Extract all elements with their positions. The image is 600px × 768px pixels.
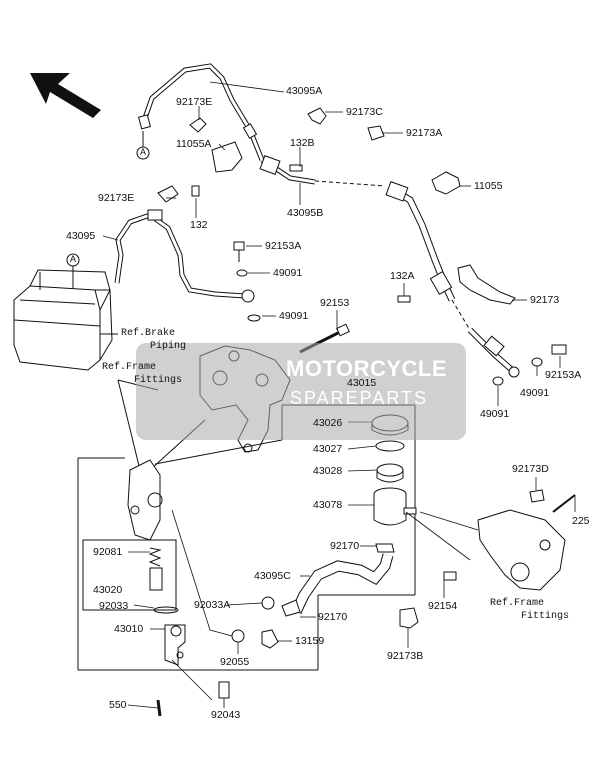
- label-92153: 92153: [320, 297, 350, 309]
- bolt-92153a-top: [233, 241, 245, 251]
- label-92173: 92173: [530, 294, 560, 306]
- label-225: 225: [572, 515, 590, 527]
- label-92170-left: 92170: [318, 611, 348, 623]
- clamp-92170-right: [375, 543, 395, 553]
- label-49091-mid: 49091: [279, 310, 309, 322]
- label-13159: 13159: [295, 635, 325, 647]
- plate-43027: [375, 440, 405, 452]
- spring-group-box: [82, 539, 177, 611]
- fitting-13159: [261, 629, 279, 649]
- label-ref-frame-right-fittings: Fittings: [521, 611, 570, 622]
- washer-49091-top: [236, 269, 248, 277]
- label-11055: 11055: [474, 180, 503, 192]
- circlip-92033: [153, 606, 179, 614]
- label-92173c: 92173C: [346, 106, 383, 118]
- label-43027: 43027: [313, 443, 343, 455]
- master-cylinder-43020: [127, 459, 163, 541]
- callout-a-left: A: [70, 254, 77, 264]
- circlip-92033a: [261, 596, 275, 610]
- label-ref-frame-left: Ref.Frame: [102, 362, 157, 373]
- bolt-92153a-right: [551, 344, 567, 355]
- label-43095: 43095: [66, 230, 96, 242]
- label-92043: 92043: [211, 709, 241, 721]
- label-43015: 43015: [347, 377, 377, 389]
- label-43095a: 43095A: [286, 85, 323, 97]
- spring-92081: [148, 547, 162, 567]
- label-92153a-right: 92153A: [545, 369, 582, 381]
- abs-unit: [13, 269, 113, 371]
- watermark-box: [136, 343, 466, 440]
- bracket-11055a: [211, 141, 243, 173]
- label-49091-right: 49091: [520, 387, 550, 399]
- label-49091-top: 49091: [273, 267, 303, 279]
- label-92033a: 92033A: [194, 599, 231, 611]
- label-43078: 43078: [313, 499, 343, 511]
- bolt-92154: [443, 571, 457, 581]
- clamp-92173a: [367, 125, 385, 141]
- clip-11055: [431, 171, 461, 195]
- label-ref-brake-piping: Piping: [150, 341, 187, 352]
- label-132a: 132A: [390, 270, 415, 282]
- diaphragm-43028: [376, 463, 404, 477]
- label-11055a: 11055A: [176, 138, 212, 150]
- leader-lines: [102, 81, 576, 709]
- clamp-92173b: [399, 607, 419, 629]
- clamp-92170-left: [281, 599, 301, 617]
- watermark-text: MOTORCYCLE: [286, 356, 448, 381]
- label-92173b: 92173B: [387, 650, 424, 662]
- label-92173e-mid: 92173E: [98, 192, 135, 204]
- label-43095b: 43095B: [287, 207, 324, 219]
- piston-92081: [149, 567, 163, 591]
- label-43010: 43010: [114, 623, 144, 635]
- label-43026: 43026: [313, 417, 343, 429]
- label-ref-frame-left-fittings: Fittings: [134, 375, 183, 386]
- label-550: 550: [109, 699, 127, 711]
- clamp-92173e-top: [189, 117, 207, 133]
- bracket-92173: [457, 264, 516, 305]
- oring-92055: [231, 629, 245, 643]
- label-92081: 92081: [93, 546, 123, 558]
- callout-a-top: A: [140, 147, 147, 157]
- label-92173e-top: 92173E: [176, 96, 213, 108]
- clamp-92173c: [307, 107, 327, 125]
- bolt-132: [191, 185, 200, 197]
- label-92033: 92033: [99, 600, 129, 612]
- washer-49091-bottom: [492, 376, 504, 386]
- label-43020: 43020: [93, 584, 123, 596]
- pin-550: [156, 699, 162, 717]
- label-92055: 92055: [220, 656, 250, 668]
- front-direction-arrow: [30, 73, 101, 118]
- label-43095c: 43095C: [254, 570, 291, 582]
- label-ref-brake: Ref.Brake: [121, 328, 176, 339]
- rear-bracket-right: [477, 509, 566, 591]
- label-49091-bottom: 49091: [480, 408, 510, 420]
- bolt-132a: [397, 295, 411, 303]
- label-92173a: 92173A: [406, 127, 443, 139]
- bolt-92043: [218, 681, 230, 699]
- watermark-subtext: SPAREPARTS: [290, 388, 429, 408]
- label-92173d: 92173D: [512, 463, 549, 475]
- label-ref-frame-right: Ref.Frame: [490, 598, 545, 609]
- reservoir-43078: [373, 487, 417, 526]
- push-rod-43010: [164, 624, 186, 666]
- label-132b: 132B: [290, 137, 315, 149]
- bolt-132b: [289, 164, 303, 172]
- label-92153a-top: 92153A: [265, 240, 302, 252]
- washer-49091-mid: [247, 314, 261, 322]
- label-132: 132: [190, 219, 208, 231]
- label-92154: 92154: [428, 600, 458, 612]
- clamp-92173e-mid: [157, 185, 179, 203]
- label-92170-right: 92170: [330, 540, 360, 552]
- label-43028: 43028: [313, 465, 343, 477]
- washer-49091-right: [531, 357, 543, 367]
- clip-92173d: [529, 489, 545, 503]
